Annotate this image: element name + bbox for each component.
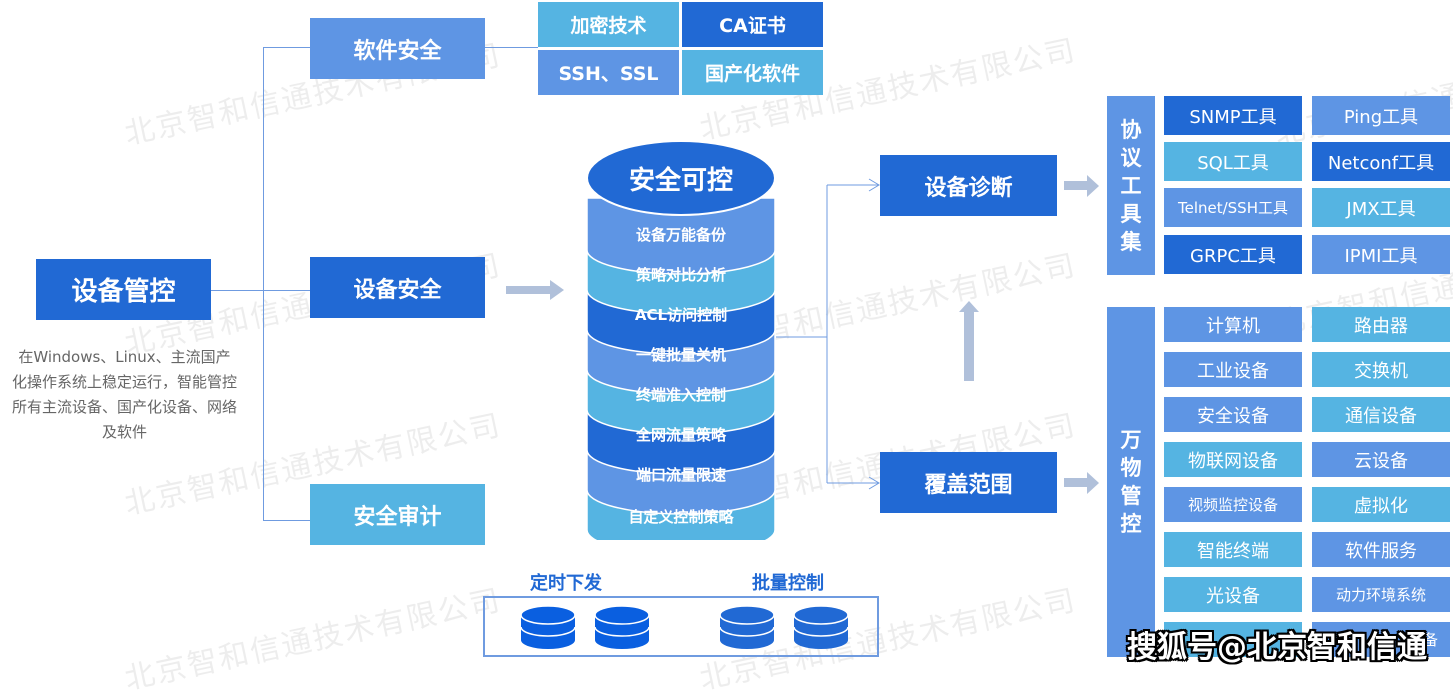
- database-icon: [520, 605, 576, 649]
- database-icon: [594, 605, 650, 649]
- connector-line: [263, 47, 264, 521]
- stack-layer-label[interactable]: 一键批量关机: [635, 346, 726, 364]
- tool-netconf[interactable]: Netconf工具: [1312, 142, 1450, 181]
- device-security[interactable]: 安全设备: [1164, 397, 1302, 432]
- connector-fork: [776, 178, 880, 490]
- device-obscured[interactable]: [1164, 622, 1302, 657]
- stack-title: 安全可控: [628, 166, 733, 196]
- root-node-device-control[interactable]: 设备管控: [36, 259, 211, 320]
- stack-layer-label[interactable]: 策略对比分析: [635, 266, 726, 284]
- connector-line: [263, 520, 310, 521]
- connector-line: [263, 47, 310, 48]
- device-switch[interactable]: 交换机: [1312, 352, 1450, 387]
- root-description: 在Windows、Linux、主流国产化操作系统上稳定运行，智能管控所有主流设备…: [12, 348, 238, 441]
- device-software-service[interactable]: 软件服务: [1312, 532, 1450, 567]
- bottom-label-batch: 批量控制: [752, 573, 824, 594]
- device-obscured-2[interactable]: 设备: [1312, 622, 1450, 657]
- arrow-right-icon: [1064, 175, 1099, 197]
- tool-telnet-ssh[interactable]: Telnet/SSH工具: [1164, 188, 1302, 227]
- bottom-label-scheduled: 定时下发: [530, 573, 602, 594]
- item-encryption[interactable]: 加密技术: [538, 2, 679, 47]
- stack-layer-label[interactable]: ACL访问控制: [634, 306, 728, 324]
- device-optical[interactable]: 光设备: [1164, 577, 1302, 612]
- stack-layer-label[interactable]: 端口流量限速: [635, 466, 726, 484]
- arrow-right-icon: [506, 280, 564, 300]
- device-power-environment[interactable]: 动力环境系统: [1312, 577, 1450, 612]
- device-computer[interactable]: 计算机: [1164, 307, 1302, 342]
- branch-security-audit[interactable]: 安全审计: [310, 484, 485, 545]
- protocol-tools-panel: [1107, 96, 1155, 275]
- device-video-surveillance[interactable]: 视频监控设备: [1164, 487, 1302, 522]
- connector-line: [485, 47, 538, 48]
- device-virtualization[interactable]: 虚拟化: [1312, 487, 1450, 522]
- device-communication[interactable]: 通信设备: [1312, 397, 1450, 432]
- item-ssh-ssl[interactable]: SSH、SSL: [538, 50, 679, 95]
- stack-layer-band: [586, 197, 776, 275]
- all-things-title: 万物管控: [1120, 428, 1142, 536]
- tool-grpc[interactable]: GRPC工具: [1164, 235, 1302, 274]
- arrow-up-icon: [959, 301, 979, 381]
- arrow-right-icon: [1064, 472, 1099, 494]
- protocol-tools-title: 协议工具集: [1120, 118, 1142, 254]
- bottom-database-panel: [483, 596, 879, 657]
- device-cloud[interactable]: 云设备: [1312, 442, 1450, 477]
- device-smart-terminal[interactable]: 智能终端: [1164, 532, 1302, 567]
- device-router[interactable]: 路由器: [1312, 307, 1450, 342]
- core-stack: 安全可控 设备万能备份 策略对比分析 ACL访问控制 一键批量关机 终端准入控制…: [586, 140, 776, 540]
- footer-watermark: 搜狐号@北京智和信通: [1127, 630, 1427, 665]
- branch-device-security[interactable]: 设备安全: [310, 257, 485, 318]
- device-iot[interactable]: 物联网设备: [1164, 442, 1302, 477]
- tool-jmx[interactable]: JMX工具: [1312, 188, 1450, 227]
- branch-software-security[interactable]: 软件安全: [310, 18, 485, 79]
- stack-layer-label[interactable]: 全网流量策略: [635, 426, 726, 444]
- tool-sql[interactable]: SQL工具: [1164, 142, 1302, 181]
- stack-layer-label[interactable]: 设备万能备份: [635, 226, 726, 244]
- tool-ipmi[interactable]: IPMI工具: [1312, 235, 1450, 274]
- node-coverage[interactable]: 覆盖范围: [880, 452, 1057, 513]
- stack-layer-label[interactable]: 自定义控制策略: [628, 508, 734, 526]
- database-icon: [719, 605, 775, 649]
- item-ca-certificate[interactable]: CA证书: [682, 2, 823, 47]
- device-industrial[interactable]: 工业设备: [1164, 352, 1302, 387]
- connector-line: [211, 290, 263, 291]
- database-icon: [793, 605, 849, 649]
- item-domestic-software[interactable]: 国产化软件: [682, 50, 823, 95]
- tool-ping[interactable]: Ping工具: [1312, 96, 1450, 135]
- connector-line: [263, 290, 310, 291]
- stack-cylinder-graphic: [586, 140, 776, 540]
- tool-snmp[interactable]: SNMP工具: [1164, 96, 1302, 135]
- stack-layer-label[interactable]: 终端准入控制: [635, 386, 726, 404]
- node-device-diagnosis[interactable]: 设备诊断: [880, 155, 1057, 216]
- watermark: 北京智和信通技术有限公司: [121, 582, 505, 698]
- all-things-panel: [1107, 307, 1155, 657]
